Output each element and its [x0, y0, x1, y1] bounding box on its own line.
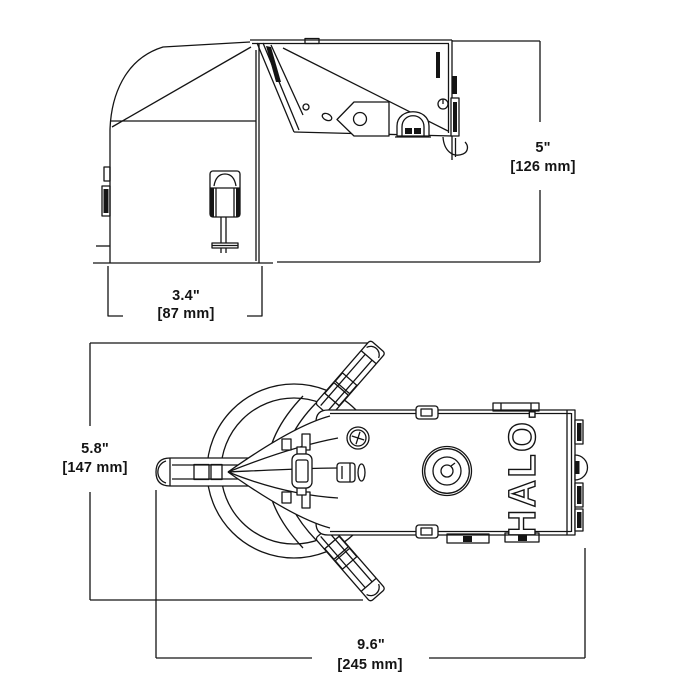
- top-view-hanger-bar-upper: [315, 340, 385, 417]
- side-view-can: [96, 41, 260, 263]
- side-view-drawing: 5" [126 mm] 3.4" [87 mm]: [93, 37, 575, 322]
- top-view-drawing: HALO. 5.8" [147 mm] 9.6" [245 mm]: [62, 340, 589, 673]
- knockout-circles: [421, 445, 473, 497]
- top-view-height-dimension: 5.8" [147 mm]: [62, 342, 368, 601]
- side-view-height-dimension: 5" [126 mm]: [277, 40, 575, 263]
- phillips-screw: [346, 426, 370, 450]
- top-view-width-inches-label: 9.6": [357, 637, 385, 653]
- top-view-height-inches-label: 5.8": [81, 441, 109, 457]
- top-view-height-mm-label: [147 mm]: [62, 460, 127, 476]
- side-view-height-inches-label: 5": [535, 140, 550, 156]
- cable-clamp-detail: [336, 462, 366, 483]
- top-view-hanger-bar-left: [155, 457, 249, 487]
- side-view-width-inches-label: 3.4": [172, 288, 200, 304]
- side-view-width-mm-label: [87 mm]: [158, 306, 215, 322]
- top-view-housing: [315, 402, 589, 544]
- side-view-junction-box: [250, 37, 469, 160]
- top-view-reflector: [227, 415, 339, 529]
- side-view-socket: [209, 170, 241, 253]
- top-view-width-dimension: 9.6" [245 mm]: [155, 490, 586, 673]
- side-view-height-mm-label: [126 mm]: [510, 159, 575, 175]
- top-view-width-mm-label: [245 mm]: [337, 657, 402, 673]
- brand-logo: HALO.: [502, 407, 544, 538]
- side-view-width-dimension: 3.4" [87 mm]: [107, 266, 263, 322]
